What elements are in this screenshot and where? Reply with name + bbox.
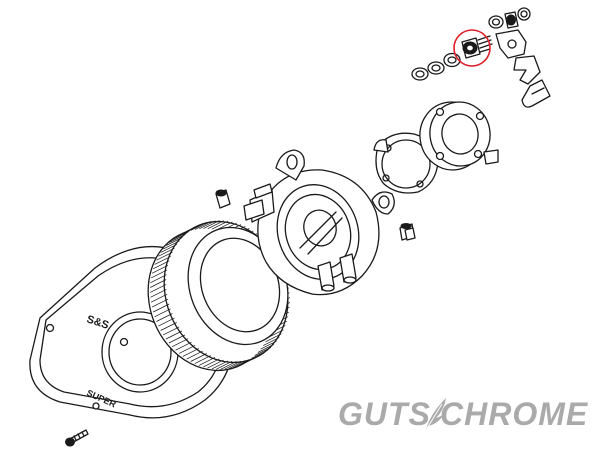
filter-pleat bbox=[163, 240, 180, 250]
bolt-small bbox=[404, 227, 416, 241]
filter-pleat bbox=[194, 221, 212, 230]
filter-pleat bbox=[154, 256, 171, 265]
backing-plate-ear-top bbox=[275, 149, 305, 181]
filter-pleat bbox=[151, 298, 169, 308]
breather-bracket bbox=[495, 29, 527, 59]
filter-pleat bbox=[156, 313, 173, 322]
filter-pleat bbox=[207, 359, 224, 369]
cover-screw bbox=[65, 429, 89, 447]
filter-pleat bbox=[203, 220, 220, 229]
cover-screw-bottom bbox=[92, 402, 100, 410]
backing-plate: S&S bbox=[243, 149, 395, 296]
filter-pleat bbox=[251, 349, 268, 359]
filter-pleat bbox=[224, 360, 241, 370]
filter-pleat bbox=[153, 303, 170, 313]
hose-fitting-upper bbox=[513, 55, 541, 85]
breather-hose-elbow bbox=[521, 79, 551, 108]
filter-pleat bbox=[182, 348, 199, 357]
filter-pleat bbox=[150, 269, 168, 279]
highlight-circle bbox=[453, 29, 491, 67]
filter-pleat bbox=[211, 360, 229, 370]
filter-pleat bbox=[169, 234, 186, 243]
adapter-fitting bbox=[483, 149, 499, 165]
filter-pleat bbox=[232, 359, 250, 369]
filter-pleat bbox=[171, 338, 189, 348]
filter-pleat bbox=[150, 279, 167, 288]
filter-pleat bbox=[172, 231, 189, 241]
filter-pleat bbox=[168, 334, 186, 344]
filter-pleat bbox=[199, 220, 216, 230]
filter-pleat bbox=[150, 274, 167, 284]
adapter-ring bbox=[419, 101, 499, 171]
filter-pleat bbox=[154, 308, 171, 318]
filter-pleat bbox=[150, 288, 167, 298]
filter-pleat bbox=[153, 260, 170, 270]
filter-pleat bbox=[160, 322, 177, 331]
filter-pleat bbox=[260, 340, 277, 350]
filter-pleat bbox=[265, 333, 282, 343]
filter-pleat bbox=[228, 360, 246, 369]
filter-pleat bbox=[156, 251, 173, 261]
filter-pleat bbox=[150, 293, 168, 303]
fitting-nut bbox=[504, 11, 519, 29]
feather-icon bbox=[425, 398, 446, 431]
filter-pleat bbox=[160, 244, 177, 253]
filter-pleat bbox=[158, 317, 175, 327]
o-ring-1 bbox=[411, 67, 429, 81]
filter-pleat bbox=[150, 284, 167, 293]
filter-pleat bbox=[207, 220, 224, 230]
filter-pleat bbox=[158, 247, 175, 257]
o-ring-3 bbox=[517, 7, 531, 21]
filter-pleat bbox=[254, 347, 271, 356]
washer-2 bbox=[488, 15, 504, 29]
filter-pleat bbox=[178, 345, 196, 354]
filter-pleat bbox=[186, 350, 203, 360]
breather-bolt-highlighted bbox=[453, 29, 493, 67]
filter-pleat bbox=[151, 264, 169, 274]
filter-pleat bbox=[203, 358, 220, 368]
filter-pleat bbox=[198, 357, 216, 366]
filter-pleat bbox=[190, 353, 207, 362]
filter-pleat bbox=[216, 360, 233, 370]
filter-pleat bbox=[165, 330, 183, 340]
filter-pleat bbox=[163, 326, 180, 336]
filter-pleat bbox=[263, 337, 280, 346]
mounting-stud-left bbox=[215, 189, 231, 209]
filter-pleat bbox=[257, 344, 274, 353]
brand-watermark: GUTS CHROME bbox=[338, 392, 588, 436]
watermark-text-chrome: CHROME bbox=[440, 396, 589, 432]
o-ring-2 bbox=[427, 61, 445, 75]
filter-pleat bbox=[175, 341, 192, 351]
cover-screw-center bbox=[119, 337, 129, 347]
mounting-stud-upper bbox=[253, 183, 273, 199]
filter-pleat bbox=[190, 221, 208, 231]
filter-pleat bbox=[194, 355, 211, 364]
filter-pleat bbox=[236, 358, 254, 367]
filter-pleat bbox=[166, 237, 183, 246]
cover-screw-left bbox=[45, 323, 55, 333]
filter-pleat bbox=[211, 220, 229, 230]
watermark-text-guts: GUTS bbox=[338, 396, 431, 432]
filter-pleat bbox=[186, 223, 204, 232]
filter-pleat bbox=[220, 361, 237, 370]
